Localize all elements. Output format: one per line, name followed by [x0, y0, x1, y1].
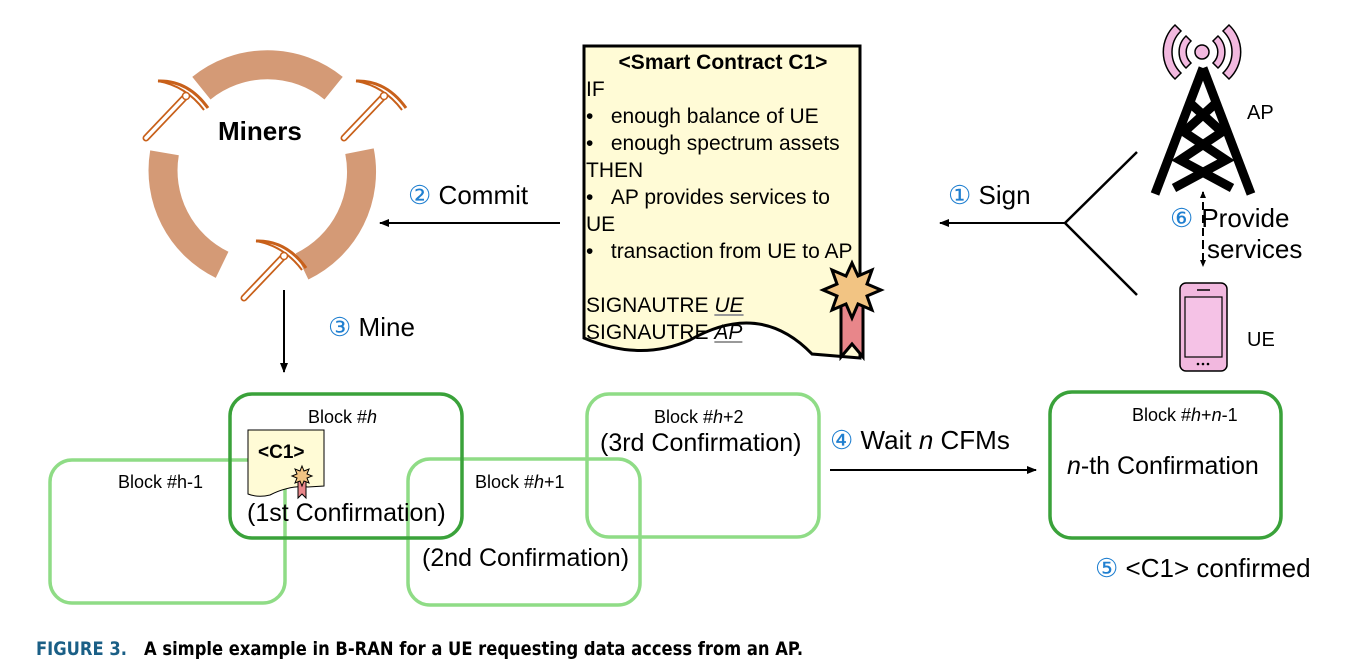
contract-signature-ue: SIGNAUTRE UE: [586, 292, 860, 319]
contract-signature-ap: SIGNAUTRE AP: [586, 319, 860, 346]
step-text: <C1> confirmed: [1125, 553, 1311, 583]
step-text-variable: n: [918, 425, 934, 455]
block-h-label: Block #h: [308, 407, 377, 428]
step-5-confirmed: ⑤ <C1> confirmed: [1095, 553, 1311, 584]
block-h-minus-1: [48, 458, 287, 605]
block-h-plus-1: [406, 457, 642, 607]
smart-contract-document: [582, 44, 862, 360]
figure-caption: FIGURE 3. A simple example in B-RAN for …: [36, 638, 803, 660]
signature-prefix: SIGNAUTRE: [586, 294, 709, 317]
step-text: Wait: [860, 425, 919, 455]
step-number: ⑥: [1170, 203, 1194, 233]
antenna-waves-icon: [1162, 23, 1242, 81]
block-h-plus-1-confirmation: (2nd Confirmation): [422, 544, 630, 572]
signature-prefix: SIGNAUTRE: [586, 321, 709, 344]
contract-title: <Smart Contract C1>: [618, 51, 828, 74]
ue-phone-icon: [1179, 282, 1228, 372]
ap-label: AP: [1247, 102, 1274, 124]
block-label-variable: h: [534, 472, 545, 492]
miners-label: Miners: [218, 116, 302, 146]
confirmation-text: -th Confirmation: [1080, 452, 1259, 480]
contract-if-item-text: enough spectrum assets: [610, 132, 840, 155]
block-label-text: Block #: [1132, 405, 1192, 425]
contract-then-item: • transaction from UE to AP: [586, 240, 853, 263]
step-1-sign: ① Sign: [948, 180, 1031, 211]
step-4-wait: ④ Wait n CFMs: [830, 425, 1010, 456]
step-number: ④: [830, 425, 854, 455]
block-h-plus-1-label: Block #h+1: [475, 472, 565, 493]
block-h-plus-n-minus-1-confirmation: n-th Confirmation: [1067, 452, 1259, 481]
block-h-plus-2: [585, 392, 821, 539]
contract-then-item-text: transaction from UE to AP: [610, 240, 853, 263]
sign-fork-lines: [1063, 151, 1138, 296]
step-text: Provide: [1201, 203, 1290, 233]
signature-name: UE: [714, 294, 744, 317]
contract-then-item: • AP provides services to UE: [586, 186, 830, 236]
figure-number: FIGURE 3.: [36, 638, 127, 660]
block-h-plus-n-minus-1-label: Block #h+n-1: [1132, 405, 1238, 426]
block-label-text: -1: [1221, 405, 1238, 425]
block-label-text: +: [1201, 405, 1212, 425]
block-h: [228, 392, 464, 540]
signature-name: AP: [714, 321, 743, 344]
block-label-text: +1: [544, 472, 565, 492]
mini-contract-tag: <C1>: [258, 442, 305, 463]
smart-contract-body: <Smart Contract C1> IF • enough balance …: [586, 49, 860, 346]
pickaxe-icon: [142, 79, 210, 142]
step-text: services: [1207, 234, 1303, 264]
block-h-plus-2-label: Block #h+2: [654, 407, 744, 428]
step-text: Sign: [978, 180, 1031, 210]
caption-text: A simple example in B-RAN for a UE reque…: [144, 638, 804, 660]
step-text: CFMs: [933, 425, 1010, 455]
block-label-variable: h: [713, 407, 724, 427]
contract-if-item-text: enough balance of UE: [610, 105, 819, 128]
block-label-variable: h: [1191, 405, 1202, 425]
step-2-commit: ② Commit: [408, 180, 528, 211]
mini-seal-icon: [290, 464, 314, 488]
miners-ring-icon: [148, 50, 376, 280]
block-label-text: Block #: [308, 407, 368, 427]
block-h-plus-2-confirmation: (3rd Confirmation): [600, 429, 802, 457]
pickaxe-icon: [240, 239, 308, 302]
contract-if-item: • enough balance of UE: [586, 105, 819, 128]
block-h-plus-n-minus-1: [1048, 390, 1283, 540]
block-label-text: +2: [723, 407, 744, 427]
ue-label: UE: [1247, 329, 1275, 351]
confirmation-variable: n: [1067, 452, 1081, 480]
contract-if-label: IF: [586, 78, 605, 101]
block-label-text: Block #: [654, 407, 714, 427]
contract-then-item-text: AP provides services to UE: [586, 186, 830, 236]
step-3-mine: ③ Mine: [328, 312, 415, 343]
block-label-variable: n: [1211, 405, 1222, 425]
step-number: ⑤: [1095, 553, 1119, 583]
step-number: ②: [408, 180, 432, 210]
seal-icon: [819, 259, 885, 322]
contract-if-item: • enough spectrum assets: [586, 132, 840, 155]
block-h-confirmation: (1st Confirmation): [247, 499, 446, 527]
ap-tower-icon: [1150, 66, 1256, 196]
pickaxe-icon: [340, 79, 408, 142]
block-h-minus-1-label: Block #h-1: [118, 472, 204, 492]
step-text: Commit: [438, 180, 529, 210]
contract-then-label: THEN: [586, 159, 644, 182]
step-text: Mine: [358, 312, 415, 342]
block-label-variable: h: [367, 407, 378, 427]
step-number: ①: [948, 180, 972, 210]
block-label-text: Block #: [475, 472, 535, 492]
step-number: ③: [328, 312, 352, 342]
